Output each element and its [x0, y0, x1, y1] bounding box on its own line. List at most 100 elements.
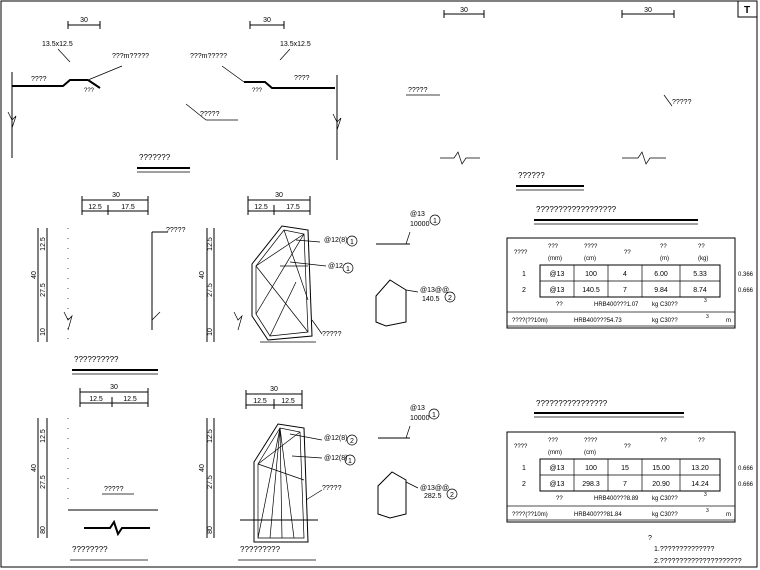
t2r0c1: @13: [550, 465, 565, 472]
top-left-detail: 30 13.5x12.5 ???m????? ???? ??? ???????: [7, 17, 190, 173]
section-d-rebar1: @12(8): [324, 435, 347, 442]
section-a: 30 12.5 17.5 12.5 40 27.5 10 ????? ?????…: [31, 192, 186, 375]
section-c-note: ?????: [104, 486, 124, 493]
t2r1c5: 14.24: [691, 481, 709, 488]
table2-u2: (cm): [584, 450, 596, 456]
t2r0c6: 0.666: [738, 466, 754, 472]
t2r1c0: 2: [522, 481, 526, 488]
table1-foot2-sup: 3: [706, 314, 709, 320]
table2-u1: (mm): [548, 450, 562, 456]
bar2-bottom-value: 282.5: [424, 493, 442, 500]
bar1-top-value: 10000: [410, 221, 430, 228]
bar1-circle2-marker: [444, 291, 456, 303]
t1r1c6: 0.666: [738, 288, 754, 294]
table2-h1: ???: [548, 438, 559, 444]
section-c-v-mid: 40: [31, 464, 38, 472]
section-c-caption: ????????: [72, 545, 108, 554]
section-a-note: ?????: [166, 227, 186, 234]
section-a-v-mid2: 27.5: [40, 283, 47, 297]
section-b-circle2-marker: [342, 262, 354, 274]
table1-title: ??????????????????: [536, 205, 617, 214]
bar1-circle1: 1: [433, 218, 437, 225]
table1-h4: ??: [660, 244, 667, 250]
top-left-dim: 30: [80, 17, 88, 24]
t2r0c3: 15: [621, 465, 629, 472]
t1r1c0: 2: [522, 287, 526, 294]
top-right-detail: 30 30 ????? ????? ??????: [406, 7, 692, 191]
table1-foot1-sup: 3: [704, 298, 707, 304]
t1r1c1: @13: [550, 287, 565, 294]
table1-u2: (cm): [584, 256, 596, 262]
top-left-note-center: ???m?????: [112, 53, 149, 60]
table1-foot2-label: ????(??10m): [512, 318, 548, 324]
section-d-rebar2: @12(8): [324, 455, 347, 462]
section-d-note: ?????: [322, 485, 342, 492]
table2-h3: ??: [624, 444, 631, 450]
table2-h0: ????: [514, 444, 528, 450]
t1r0c1: @13: [550, 271, 565, 278]
table1-foot1-label: ??: [556, 302, 563, 308]
table1-row: 2 @13 140.5 7 9.84 8.74 0.666: [522, 287, 754, 294]
section-b-dim-a: 12.5: [254, 204, 268, 211]
top-right-note-left: ?????: [408, 87, 428, 94]
table1-foot2-frame: [506, 311, 736, 327]
table2-foot2-unit: kg C30??: [652, 512, 678, 518]
top-left-caption: ???????: [139, 153, 171, 162]
t2r1c6: 0.666: [738, 482, 754, 488]
table2-foot1-label: ??: [556, 496, 563, 502]
top-mid-label-below: ?????: [200, 111, 220, 118]
table2-foot2-end: m: [726, 512, 731, 518]
notes: ? 1.?????????????? 2.???????????????????…: [648, 535, 742, 565]
top-mid-bar-label: 13.5x12.5: [280, 41, 311, 48]
table1-foot2-unit: kg C30??: [652, 318, 678, 324]
table1-u5: (kg): [698, 256, 708, 262]
section-b-v-mid2: 27.5: [207, 283, 214, 297]
notes-line-1: 1.??????????????: [654, 546, 714, 553]
section-b-v-top: 12.5: [207, 237, 214, 251]
table1-u1: (mm): [548, 256, 562, 262]
section-b-dim-total: 30: [275, 192, 283, 199]
table2-row: 2 @13 298.3 7 20.90 14.24 0.666: [522, 481, 754, 488]
section-a-caption: ??????????: [74, 355, 119, 364]
table1-h1: ???: [548, 244, 559, 250]
t1r0c5: 5.33: [693, 271, 707, 278]
bar-detail-1: @13 10000 1 @13@@ 140.5 2: [375, 211, 456, 327]
bar1-bottom-label: @13@@: [420, 287, 449, 294]
table2-foot1-unit: kg C30??: [652, 496, 678, 502]
top-mid-note-center: ???m?????: [190, 53, 227, 60]
table1-h0: ????: [514, 250, 528, 256]
section-c-dim-b: 12.5: [123, 396, 137, 403]
bar2-top-label: @13: [410, 405, 425, 412]
notes-line-2: 2.?????????????????????: [654, 558, 742, 565]
t1r1c4: 9.84: [654, 287, 668, 294]
bar2-top-value: 10000: [410, 415, 430, 422]
table-2: ???????????????? ???? ??? ???? ?? ?? ?? …: [506, 399, 754, 523]
table1-foot1-unit: kg C30??: [652, 302, 678, 308]
section-d-v-mid: 40: [199, 464, 206, 472]
t1r0c0: 1: [522, 271, 526, 278]
top-left-bar-label: 13.5x12.5: [42, 41, 73, 48]
table2-foot2-frame: [506, 505, 736, 521]
table2-title: ????????????????: [536, 399, 608, 408]
top-mid-detail: 30 13.5x12.5 ???m????? ???? ??? ?????: [185, 17, 342, 160]
section-b-circle1: 1: [350, 239, 354, 246]
section-d-circle2: 1: [348, 458, 352, 465]
section-d-v-top: 12.5: [207, 429, 214, 443]
t1r1c5: 8.74: [693, 287, 707, 294]
table2-h2: ????: [584, 438, 598, 444]
top-mid-note-right: ????: [294, 75, 310, 82]
section-a-v-bot: 10: [40, 328, 47, 336]
section-a-dim-b: 17.5: [121, 204, 135, 211]
t2r1c4: 20.90: [652, 481, 670, 488]
bar2-bottom-label: @13@@: [420, 485, 449, 492]
top-right-dim-a: 30: [460, 7, 468, 14]
section-d-circle1-marker: [346, 434, 358, 446]
table2-row: 1 @13 100 15 15.00 13.20 0.666: [522, 465, 754, 472]
section-a-dim-a: 12.5: [88, 204, 102, 211]
bar2-circle1: 1: [432, 412, 436, 419]
table2-frame: [506, 431, 736, 523]
section-b-v-bot: 10: [207, 328, 214, 336]
bar-detail-2: @13 10000 1 @13@@ 282.5 2: [377, 405, 458, 519]
table1-frame: [506, 237, 736, 329]
